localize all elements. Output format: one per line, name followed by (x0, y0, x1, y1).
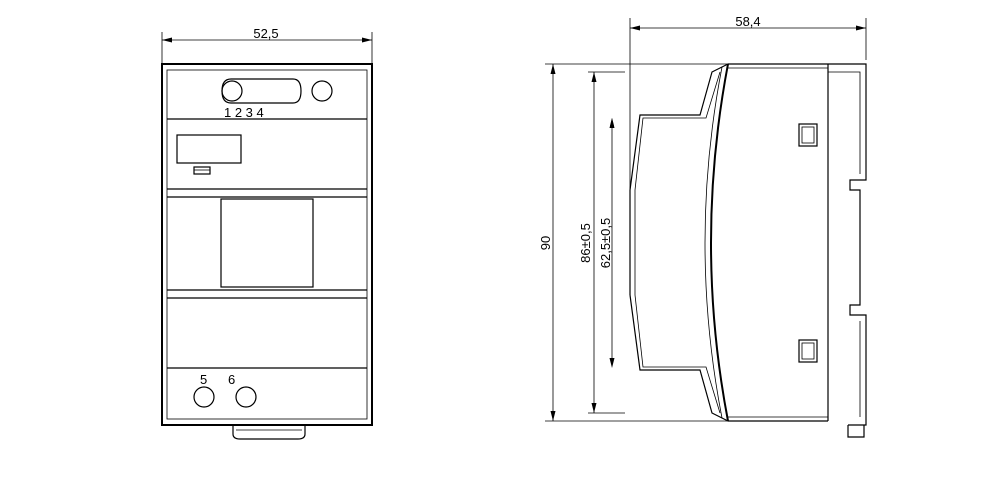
terminal-number-6: 6 (228, 372, 235, 387)
side-front-profile (629, 63, 729, 422)
front-view: 52,5 1 2 3 4 5 6 (161, 26, 373, 440)
rail-height-dimension: 62,5±0,5 (598, 118, 615, 368)
side-height-dimension: 90 (538, 63, 728, 422)
side-depth-label: 58,4 (735, 14, 760, 29)
top-latch (798, 123, 818, 147)
bottom-latch-inner (801, 342, 815, 360)
bottom-terminal-block: 5 6 (193, 372, 257, 408)
inner-height-label: 86±0,5 (578, 223, 593, 263)
status-led (193, 166, 211, 175)
display-window (176, 134, 242, 164)
terminal-screw-5 (193, 386, 215, 408)
din-rail-profile (828, 63, 867, 438)
side-depth-dimension: 58,4 (629, 14, 867, 190)
terminal-screw-right (311, 80, 333, 102)
side-body-curve (704, 63, 729, 422)
terminal-screw-1 (221, 80, 243, 102)
front-width-dimension: 52,5 (161, 26, 373, 66)
din-clip-front (232, 425, 306, 440)
side-view: 58,4 90 86±0,5 62,5±0,5 (538, 14, 867, 438)
terminal-screw-6 (235, 386, 257, 408)
top-latch-inner (801, 126, 815, 144)
front-width-label: 52,5 (253, 26, 278, 41)
rail-height-label: 62,5±0,5 (598, 218, 613, 269)
side-height-label: 90 (538, 236, 553, 250)
front-housing-outer (161, 63, 373, 426)
center-cover (220, 198, 314, 288)
terminal-number-5: 5 (200, 372, 207, 387)
front-housing-inner (166, 69, 368, 420)
bottom-latch (798, 339, 818, 363)
inner-height-dimension: 86±0,5 (578, 71, 625, 414)
top-terminal-block: 1 2 3 4 (221, 78, 333, 120)
top-terminal-numbers: 1 2 3 4 (224, 105, 264, 120)
